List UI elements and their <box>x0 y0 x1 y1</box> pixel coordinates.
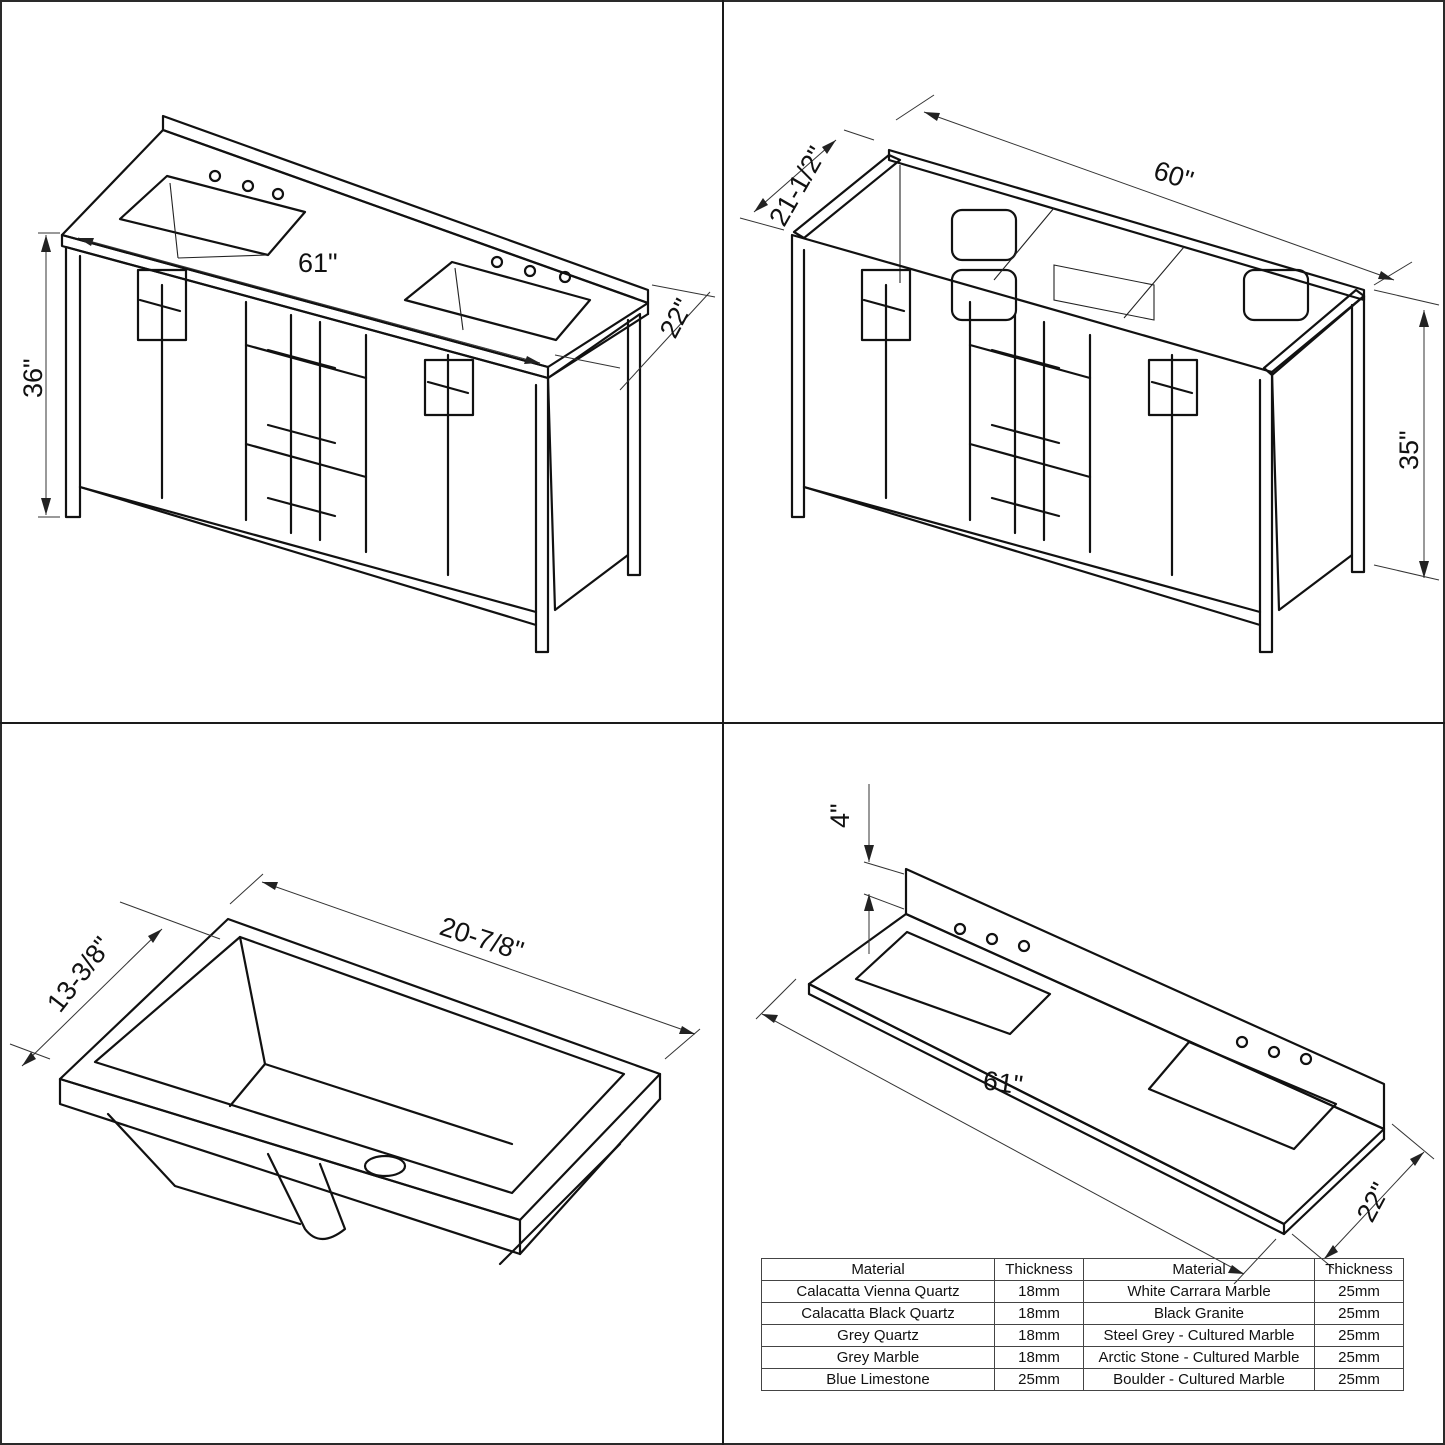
sink-drawing: 20-7/8" 13-3/8" <box>9 873 701 1266</box>
header-material-2: Material <box>1083 1258 1315 1281</box>
header-thickness-2: Thickness <box>1314 1258 1404 1281</box>
thickness-cell: 18mm <box>994 1346 1084 1369</box>
header-thickness-1: Thickness <box>994 1258 1084 1281</box>
thickness-cell: 25mm <box>1314 1324 1404 1347</box>
material-cell: Boulder - Cultured Marble <box>1083 1368 1315 1391</box>
material-cell: Steel Grey - Cultured Marble <box>1083 1324 1315 1347</box>
thickness-cell: 25mm <box>994 1368 1084 1391</box>
cabinet-width-label: 60" <box>1150 155 1197 196</box>
panel-sink: 20-7/8" 13-3/8" <box>0 724 721 1445</box>
material-cell: Blue Limestone <box>761 1368 995 1391</box>
cabinet-only-drawing: 60" 21-1/2" 35" <box>739 94 1440 654</box>
panel-divider-horizontal <box>0 722 1445 724</box>
vanity-with-top-drawing: 61" 22" 36" <box>18 114 716 654</box>
table-row: Calacatta Black Quartz 18mm Black Granit… <box>761 1302 1404 1325</box>
table-row: Blue Limestone 25mm Boulder - Cultured M… <box>761 1368 1404 1391</box>
material-cell: Grey Marble <box>761 1346 995 1369</box>
countertop-drawing: 4" 61" 22" <box>755 784 1435 1285</box>
material-cell: Calacatta Vienna Quartz <box>761 1280 995 1303</box>
table-row: Calacatta Vienna Quartz 18mm White Carra… <box>761 1280 1404 1303</box>
materials-table: Material Thickness Material Thickness Ca… <box>761 1258 1404 1391</box>
cabinet-height-label: 35" <box>1394 430 1424 470</box>
panel-vanity-with-top: 61" 22" 36" <box>0 0 721 721</box>
vanity-height-label: 36" <box>18 358 48 398</box>
vanity-width-label: 61" <box>298 248 338 278</box>
cabinet-depth-label: 21-1/2" <box>763 141 832 231</box>
thickness-cell: 18mm <box>994 1280 1084 1303</box>
backsplash-height-label: 4" <box>825 803 855 828</box>
material-cell: White Carrara Marble <box>1083 1280 1315 1303</box>
table-row: Grey Marble 18mm Arctic Stone - Cultured… <box>761 1346 1404 1369</box>
thickness-cell: 25mm <box>1314 1368 1404 1391</box>
countertop-depth-label: 22" <box>1351 1178 1396 1227</box>
panel-countertop: 4" 61" 22" <box>724 724 1445 1445</box>
vanity-depth-label: 22" <box>654 294 699 343</box>
thickness-cell: 25mm <box>1314 1302 1404 1325</box>
thickness-cell: 18mm <box>994 1302 1084 1325</box>
thickness-cell: 18mm <box>994 1324 1084 1347</box>
material-cell: Grey Quartz <box>761 1324 995 1347</box>
thickness-cell: 25mm <box>1314 1280 1404 1303</box>
countertop-width-label: 61" <box>981 1065 1024 1100</box>
thickness-cell: 25mm <box>1314 1346 1404 1369</box>
header-material-1: Material <box>761 1258 995 1281</box>
table-row: Grey Quartz 18mm Steel Grey - Cultured M… <box>761 1324 1404 1347</box>
material-cell: Calacatta Black Quartz <box>761 1302 995 1325</box>
table-header-row: Material Thickness Material Thickness <box>761 1258 1404 1281</box>
material-cell: Black Granite <box>1083 1302 1315 1325</box>
sink-width-label: 13-3/8" <box>41 931 118 1017</box>
material-cell: Arctic Stone - Cultured Marble <box>1083 1346 1315 1369</box>
panel-cabinet-only: 60" 21-1/2" 35" <box>724 0 1445 721</box>
sink-length-label: 20-7/8" <box>436 911 527 966</box>
